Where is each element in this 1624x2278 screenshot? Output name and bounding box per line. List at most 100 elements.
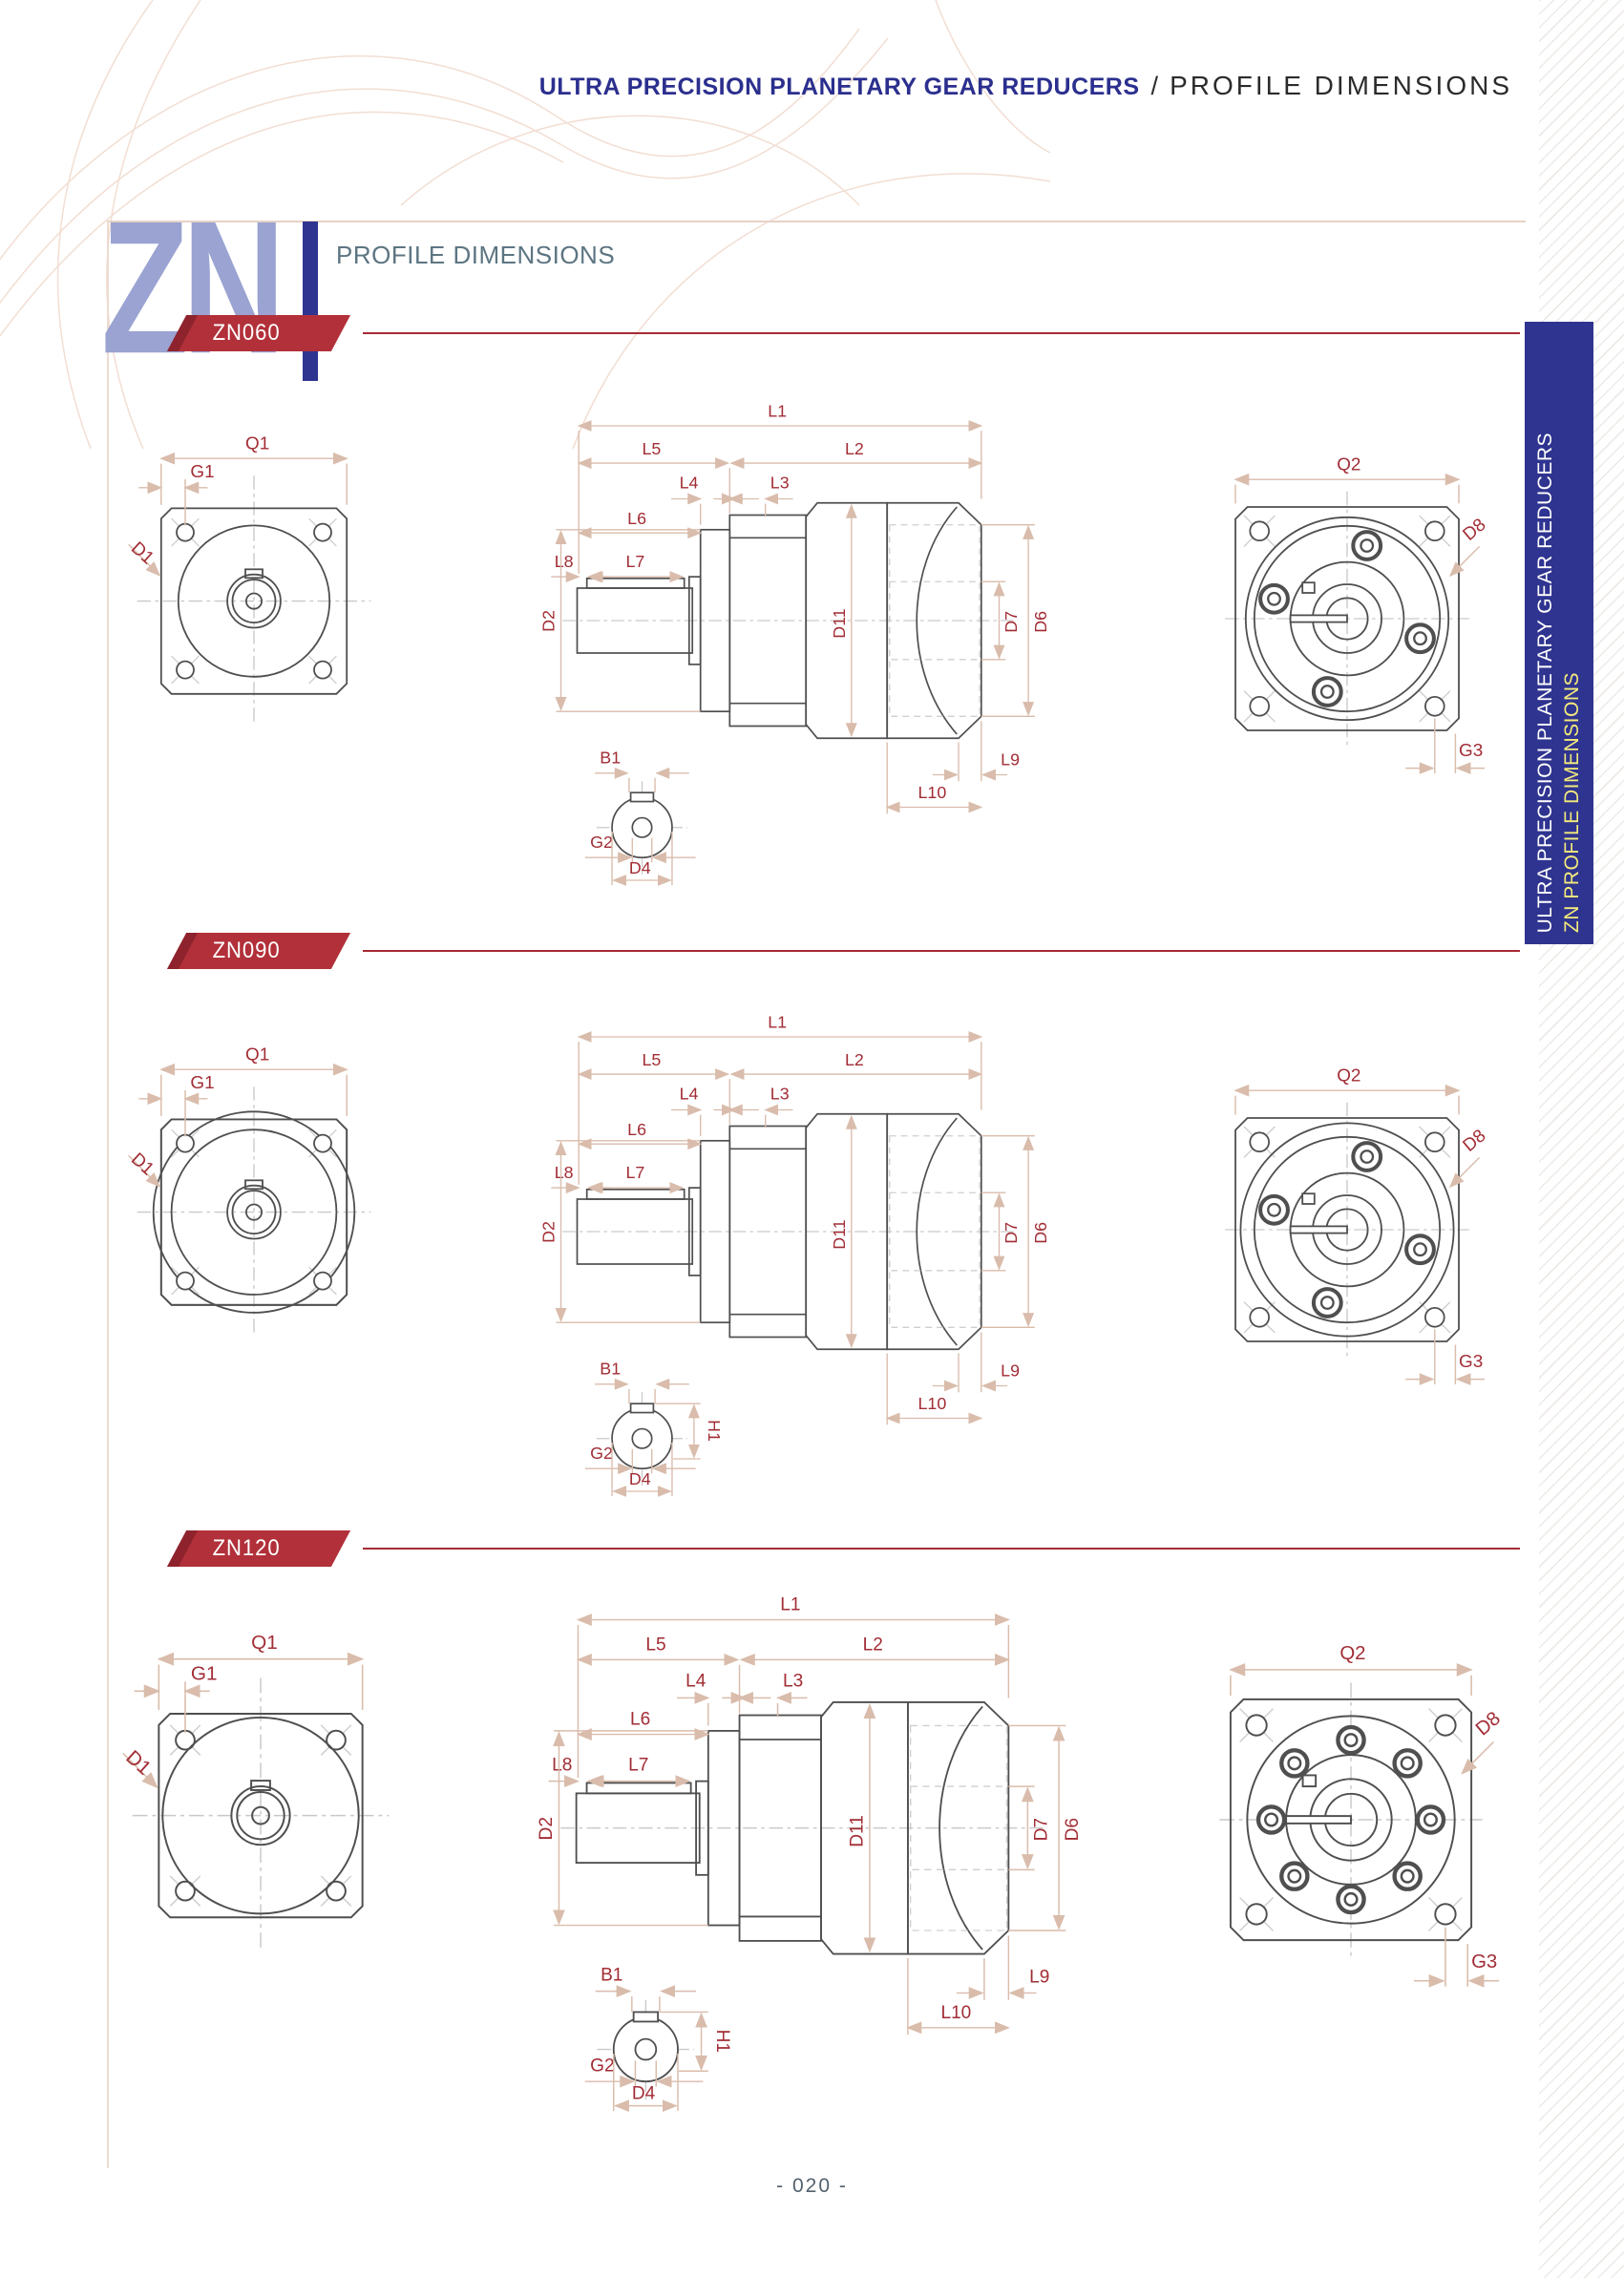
dim-label-d2: D2: [537, 1817, 557, 1840]
dim-label-l5: L5: [643, 1050, 662, 1069]
bolts: [1255, 1724, 1446, 1915]
dim-label-l7: L7: [626, 1163, 645, 1182]
dim-label-l7: L7: [626, 552, 645, 571]
zn120-rear-view: Q2 D8 G3: [1219, 1643, 1505, 1988]
dim-label-q2: Q2: [1337, 454, 1360, 475]
dim-label-d6: D6: [1031, 611, 1050, 633]
dim-label-l10: L10: [918, 783, 947, 802]
section-title: ZN120: [212, 1535, 281, 1561]
dim-label-d4: D4: [629, 858, 651, 877]
section-rule-zn090: [363, 950, 1520, 952]
section-title: ZN090: [212, 938, 281, 963]
dim-label-d11: D11: [830, 1219, 849, 1249]
logo-caption: PROFILE DIMENSIONS: [336, 241, 616, 269]
shaft-section-detail: B1 H1 G2 D4: [585, 1360, 724, 1497]
dim-label-d6: D6: [1031, 1222, 1050, 1244]
dim-label-d8: D8: [1460, 1126, 1490, 1156]
flange-outline: [158, 1713, 364, 1919]
dim-label-l4: L4: [685, 1672, 707, 1692]
section-banner-zn060: ZN060: [166, 315, 351, 351]
dim-label-q2: Q2: [1337, 1065, 1360, 1086]
zn090-rear-view: Q2 D8 G3: [1225, 1065, 1490, 1385]
dim-label-l6: L6: [627, 509, 646, 528]
dim-label-l7: L7: [628, 1756, 648, 1776]
page-header: ULTRA PRECISION PLANETARY GEAR REDUCERS …: [0, 71, 1512, 101]
hidden-lines: [889, 1135, 981, 1328]
dim-label-l3: L3: [783, 1672, 803, 1692]
zn060-front-view: Q1 G1 D1: [127, 433, 371, 724]
dim-label-d1: D1: [127, 538, 158, 569]
dim-label-d7: D7: [1002, 611, 1021, 633]
header-title-separator: /: [1150, 72, 1159, 100]
section-rule-zn060: [363, 332, 1520, 334]
gearbox-outline: [575, 1701, 1010, 1955]
dim-label-l6: L6: [630, 1710, 650, 1730]
dim-label-l6: L6: [627, 1120, 646, 1139]
dim-label-g3: G3: [1459, 1352, 1483, 1372]
hidden-lines: [909, 1724, 1008, 1931]
bolts: [1258, 1141, 1436, 1318]
dim-label-g2: G2: [590, 833, 613, 852]
dim-label-q1: Q1: [251, 1632, 278, 1654]
dim-label-h1: H1: [705, 1420, 724, 1442]
dim-label-l2: L2: [845, 1050, 864, 1069]
frame-left-line: [107, 221, 109, 2168]
dim-label-l10: L10: [940, 2003, 971, 2023]
bolts: [1258, 530, 1436, 707]
section-rule-zn120: [363, 1548, 1520, 1550]
dim-label-l3: L3: [770, 1084, 790, 1103]
dim-label-l4: L4: [680, 473, 699, 492]
side-dimensions: L1 L5 L2 L4 L3 L6 L8 L7 D2 D11 D7: [537, 1595, 1083, 2035]
dim-label-l3: L3: [770, 473, 790, 492]
dim-label-l1: L1: [768, 1013, 787, 1032]
dim-label-q1: Q1: [245, 1044, 269, 1065]
dim-label-l9: L9: [1001, 1360, 1020, 1380]
centerlines: [137, 475, 371, 724]
side-tab-line1: ULTRA PRECISION PLANETARY GEAR REDUCERS: [1534, 432, 1556, 933]
side-dimensions: L1 L5 L2 L4 L3 L6 L8 L7 D2 D11 D7: [539, 402, 1050, 814]
zn090-side-view: L1 L5 L2 L4 L3 L6 L8 L7 D2 D11 D7: [539, 1013, 1050, 1497]
dim-label-g1: G1: [191, 1662, 218, 1684]
dim-label-h1: H1: [712, 2030, 732, 2053]
dim-label-d11: D11: [848, 1815, 868, 1847]
dim-label-q1: Q1: [245, 433, 269, 453]
flange-outline: [152, 1110, 356, 1314]
zn090-front-view: Q1 G1 D1: [127, 1044, 371, 1335]
section-title: ZN060: [212, 320, 281, 346]
dim-label-l1: L1: [768, 402, 787, 421]
page-number: - 020 -: [776, 2175, 848, 2197]
flange-outline: [1234, 506, 1460, 731]
dim-label-d8: D8: [1472, 1708, 1505, 1740]
dim-label-q2: Q2: [1339, 1643, 1365, 1664]
dim-label-l2: L2: [863, 1635, 883, 1655]
zn060-rear-view: Q2 D8 G3: [1225, 454, 1490, 774]
dim-label-l8: L8: [552, 1756, 572, 1776]
side-tab: ULTRA PRECISION PLANETARY GEAR REDUCERS …: [1525, 322, 1593, 944]
dim-label-l10: L10: [918, 1394, 947, 1413]
side-dimensions: L1 L5 L2 L4 L3 L6 L8 L7 D2 D11 D7: [539, 1013, 1050, 1425]
flange-outline: [159, 507, 348, 695]
zn-logo-bar: [303, 221, 318, 381]
side-tab-line2: ZN PROFILE DIMENSIONS: [1561, 671, 1583, 933]
dim-label-l5: L5: [645, 1635, 665, 1655]
dim-label-l9: L9: [1029, 1968, 1049, 1988]
zn060-side-view: L1 L5 L2 L4 L3 L6 L8 L7 D2 D11 D7: [539, 402, 1050, 886]
zn120-side-view: L1 L5 L2 L4 L3 L6 L8 L7 D2 D11 D7: [537, 1595, 1083, 2113]
dim-label-d7: D7: [1002, 1222, 1021, 1244]
section-banner-zn090: ZN090: [166, 933, 351, 969]
dim-label-d2: D2: [539, 1221, 559, 1243]
zn120-front-view: Q1 G1 D1: [121, 1632, 390, 1950]
dim-label-l8: L8: [555, 552, 574, 571]
dim-label-b1: B1: [601, 1966, 622, 1986]
dim-label-d8: D8: [1460, 515, 1490, 545]
section-banner-zn120: ZN120: [166, 1530, 351, 1567]
dim-label-b1: B1: [600, 749, 621, 768]
dim-label-g2: G2: [590, 2056, 614, 2076]
dim-label-g1: G1: [190, 462, 214, 482]
gearbox-outline: [576, 501, 982, 740]
dim-label-d4: D4: [632, 2083, 656, 2103]
dim-label-l8: L8: [555, 1163, 574, 1182]
dim-label-d7: D7: [1031, 1818, 1051, 1841]
dim-label-g2: G2: [590, 1444, 613, 1463]
